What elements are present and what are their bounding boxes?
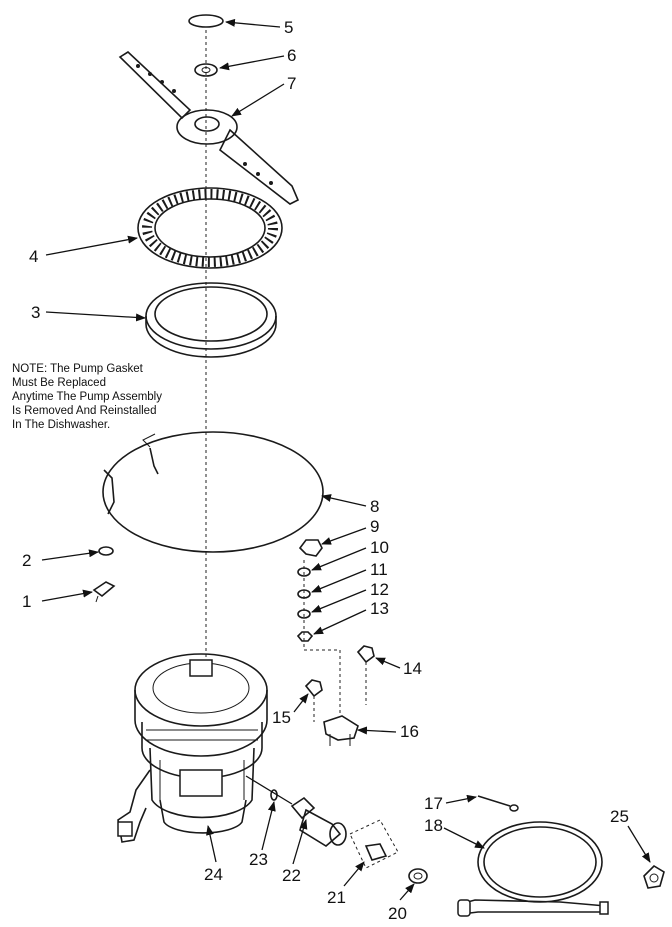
callout-12: 12 [370,580,389,599]
part-4-filter-ring [137,187,283,269]
callout-6: 6 [287,46,296,65]
leader-17 [445,794,477,804]
leader-10 [311,547,367,571]
callout-3: 3 [31,303,40,322]
leader-1 [41,589,93,602]
leader-20 [399,883,415,901]
part-1-clip [92,581,116,603]
callout-15: 15 [272,708,291,727]
callout-1: 1 [22,592,31,611]
part-25-clamp [643,864,665,889]
callout-23: 23 [249,850,268,869]
callout-4: 4 [29,247,38,266]
leader-5 [225,18,281,28]
leader-9 [321,527,367,545]
part-15-fitting [304,679,323,698]
leader-2 [41,549,99,561]
callout-10: 10 [370,538,389,557]
leader-22-23-shaft [245,775,293,805]
part-2-washer [98,546,114,556]
callout-11: 11 [370,560,388,579]
callout-13: 13 [370,599,389,618]
callout-21: 21 [327,888,346,907]
part-5-cap [188,14,224,28]
part-13-nut [296,631,314,642]
leader-23 [261,801,276,851]
leader-6 [219,55,285,71]
callout-17: 17 [424,794,443,813]
part-18-drain-hose [457,821,609,917]
gasket-note: NOTE: The Pump Gasket Must Be Replaced A… [12,363,162,431]
callout-18: 18 [424,816,443,835]
leader-22 [292,819,308,865]
callout-2: 2 [22,551,31,570]
leader-24 [206,825,217,863]
part-16-bracket [323,715,359,746]
callout-16: 16 [400,722,419,741]
leader-18 [443,827,485,849]
leader-13 [313,609,367,635]
leader-15 [293,693,309,713]
callout-7: 7 [287,74,296,93]
leader-14 [375,657,401,669]
note-line-2: Must Be Replaced [12,377,106,389]
leader-12 [311,589,367,613]
callout-14: 14 [403,659,422,678]
leader-8 [321,494,367,507]
note-line-5: In The Dishwasher. [12,419,110,431]
part-3-gasket [145,282,277,358]
note-line-1: NOTE: The Pump Gasket [12,363,144,375]
leader-21 [343,861,365,887]
note-line-3: Anytime The Pump Assembly [12,391,162,403]
part-14-fitting [356,645,375,664]
part-17-strap [477,795,519,812]
leader-4 [45,235,138,256]
part-24-pump-motor [117,653,268,843]
fitting-axis [303,560,341,715]
callout-25: 25 [610,807,629,826]
leader-25 [627,825,651,863]
leader-7 [231,83,285,117]
callout-8: 8 [370,497,379,516]
leader-11 [311,569,367,593]
callout-24: 24 [204,865,223,884]
note-line-4: Is Removed And Reinstalled [12,405,156,417]
part-7-spray-arm [118,50,300,205]
leader-3 [45,311,146,322]
part-20-clamp [408,868,428,884]
leader-16 [357,726,397,735]
callout-9: 9 [370,517,379,536]
part-6-nut [194,63,218,77]
callout-22: 22 [282,866,301,885]
part-8-wire-loop [102,431,324,553]
part-21-bracket [349,819,399,869]
callout-5: 5 [284,18,293,37]
part-9-elbow [298,539,323,557]
callout-20: 20 [388,904,407,923]
